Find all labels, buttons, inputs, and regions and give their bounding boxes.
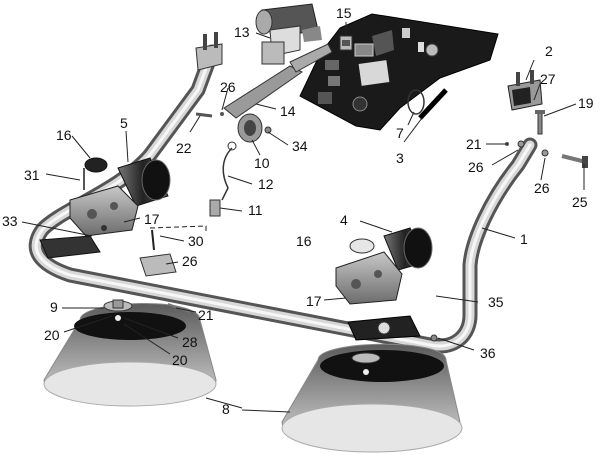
callout-1: 1 xyxy=(520,231,528,247)
callout-19: 19 xyxy=(578,95,594,111)
callout-16-right: 16 xyxy=(296,233,312,249)
tube-top-bracket xyxy=(195,32,223,71)
callout-30: 30 xyxy=(188,233,204,249)
callout-26-mid: 26 xyxy=(182,253,198,269)
actuator-bracket-arm xyxy=(223,43,333,119)
callout-11: 11 xyxy=(248,202,263,218)
leader-lines xyxy=(21,22,585,413)
right-brush-cone xyxy=(281,343,463,453)
callout-17-right: 17 xyxy=(306,293,322,309)
callout-15: 15 xyxy=(336,5,352,21)
motor-cap xyxy=(349,238,375,254)
callout-2: 2 xyxy=(545,43,553,59)
cable xyxy=(221,147,233,201)
cable-loop xyxy=(227,141,237,151)
callout-31: 31 xyxy=(24,167,40,183)
callout-9: 9 xyxy=(50,299,58,315)
right-bracket xyxy=(507,70,543,111)
callout-13: 13 xyxy=(234,24,250,40)
callout-28: 28 xyxy=(182,334,198,350)
callout-10: 10 xyxy=(254,155,270,171)
pin-21 xyxy=(167,303,191,313)
callout-26-far-right: 26 xyxy=(534,180,550,196)
actuator-motor xyxy=(255,3,322,65)
bolt-25 xyxy=(561,154,588,168)
left-brush-cone xyxy=(43,302,217,407)
bolt-22 xyxy=(195,112,213,118)
connector xyxy=(209,199,221,217)
pulley xyxy=(237,113,263,143)
mid-plate xyxy=(139,253,177,277)
callout-34: 34 xyxy=(292,138,308,154)
callout-20-left: 20 xyxy=(44,327,60,343)
callout-36: 36 xyxy=(480,345,496,361)
control-panel-plate xyxy=(299,13,499,131)
callout-3: 3 xyxy=(396,150,404,166)
washer xyxy=(541,149,549,157)
callout-26-top: 26 xyxy=(220,79,236,95)
callout-26-right: 26 xyxy=(468,159,484,175)
callout-5: 5 xyxy=(120,115,128,131)
callout-21-top: 21 xyxy=(466,136,482,152)
left-mount-plate xyxy=(39,235,101,259)
callout-14: 14 xyxy=(280,103,296,119)
switch-block xyxy=(339,35,353,51)
dashed-bracket xyxy=(149,225,207,251)
callout-25: 25 xyxy=(572,194,588,210)
power-cable xyxy=(407,88,448,120)
washer xyxy=(517,140,525,148)
callout-20-right: 20 xyxy=(172,352,188,368)
callout-8: 8 xyxy=(222,401,230,417)
washer-36 xyxy=(430,334,438,342)
left-hub xyxy=(103,299,133,321)
callout-7: 7 xyxy=(396,125,404,141)
callout-33: 33 xyxy=(2,213,18,229)
bolt-19 xyxy=(535,110,545,135)
callout-17-left: 17 xyxy=(144,211,160,227)
callout-16-left: 16 xyxy=(56,127,72,143)
washer xyxy=(264,126,272,134)
callout-27: 27 xyxy=(540,71,556,87)
right-gear-motor xyxy=(335,227,433,305)
callout-35: 35 xyxy=(488,294,504,310)
washer xyxy=(220,112,224,116)
motor-cap xyxy=(84,157,108,173)
callout-labels: 1 2 3 4 5 7 8 9 10 11 12 13 14 15 16 16 … xyxy=(2,5,594,417)
callout-22: 22 xyxy=(176,140,192,156)
callout-4: 4 xyxy=(340,212,348,228)
callout-12: 12 xyxy=(258,176,274,192)
callout-21-bottom: 21 xyxy=(198,307,214,323)
left-gear-motor xyxy=(69,157,171,237)
